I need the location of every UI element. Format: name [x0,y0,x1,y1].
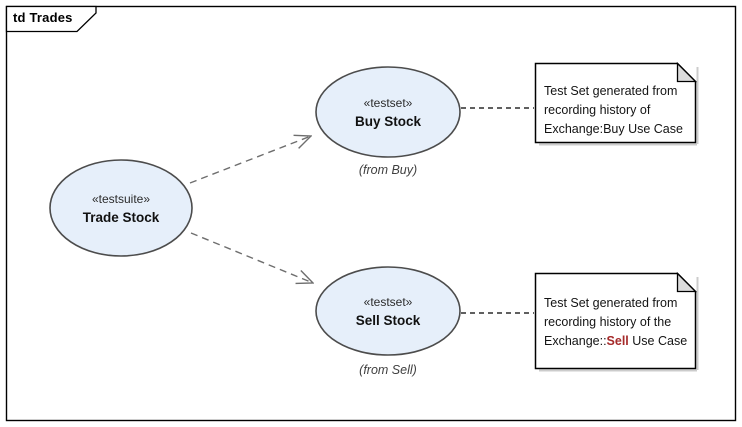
note-buy[interactable] [534,62,697,144]
buy-from-label: (from Buy) [358,163,418,177]
frame-border [5,5,737,422]
note-buy-text: Test Set generated from recording histor… [544,82,694,139]
note-buy-shadow [539,67,699,146]
frame-title: td Trades [13,10,73,25]
frame-tab [5,5,97,33]
note-sell-line3-prefix: Exchange:: [544,334,607,348]
note-buy-line: Test Set generated from [544,84,678,98]
note-sell-line: recording history of the [544,315,672,329]
note-sell-line: Exchange::Sell Use Case [544,332,694,351]
note-buy-line: recording history of [544,103,651,117]
node-buy-stock[interactable] [315,66,461,158]
note-sell-text: Test Set generated from recording histor… [544,294,694,351]
note-buy-line: Exchange:Buy Use Case [544,122,683,136]
note-fold-icon [676,271,698,293]
node-sell-stock[interactable] [315,266,461,356]
note-sell-line3-highlight: Sell [606,334,629,348]
note-sell[interactable] [534,272,697,370]
note-sell-line3-suffix: Use Case [628,334,688,348]
arrow-trade-to-sell[interactable] [190,232,313,283]
note-sell-shadow [539,277,699,372]
note-sell-line: Test Set generated from [544,296,678,310]
sell-from-label: (from Sell) [359,363,417,377]
note-fold-icon [676,61,698,83]
node-trade-stock[interactable] [49,159,193,257]
arrow-trade-to-buy[interactable] [189,136,311,184]
